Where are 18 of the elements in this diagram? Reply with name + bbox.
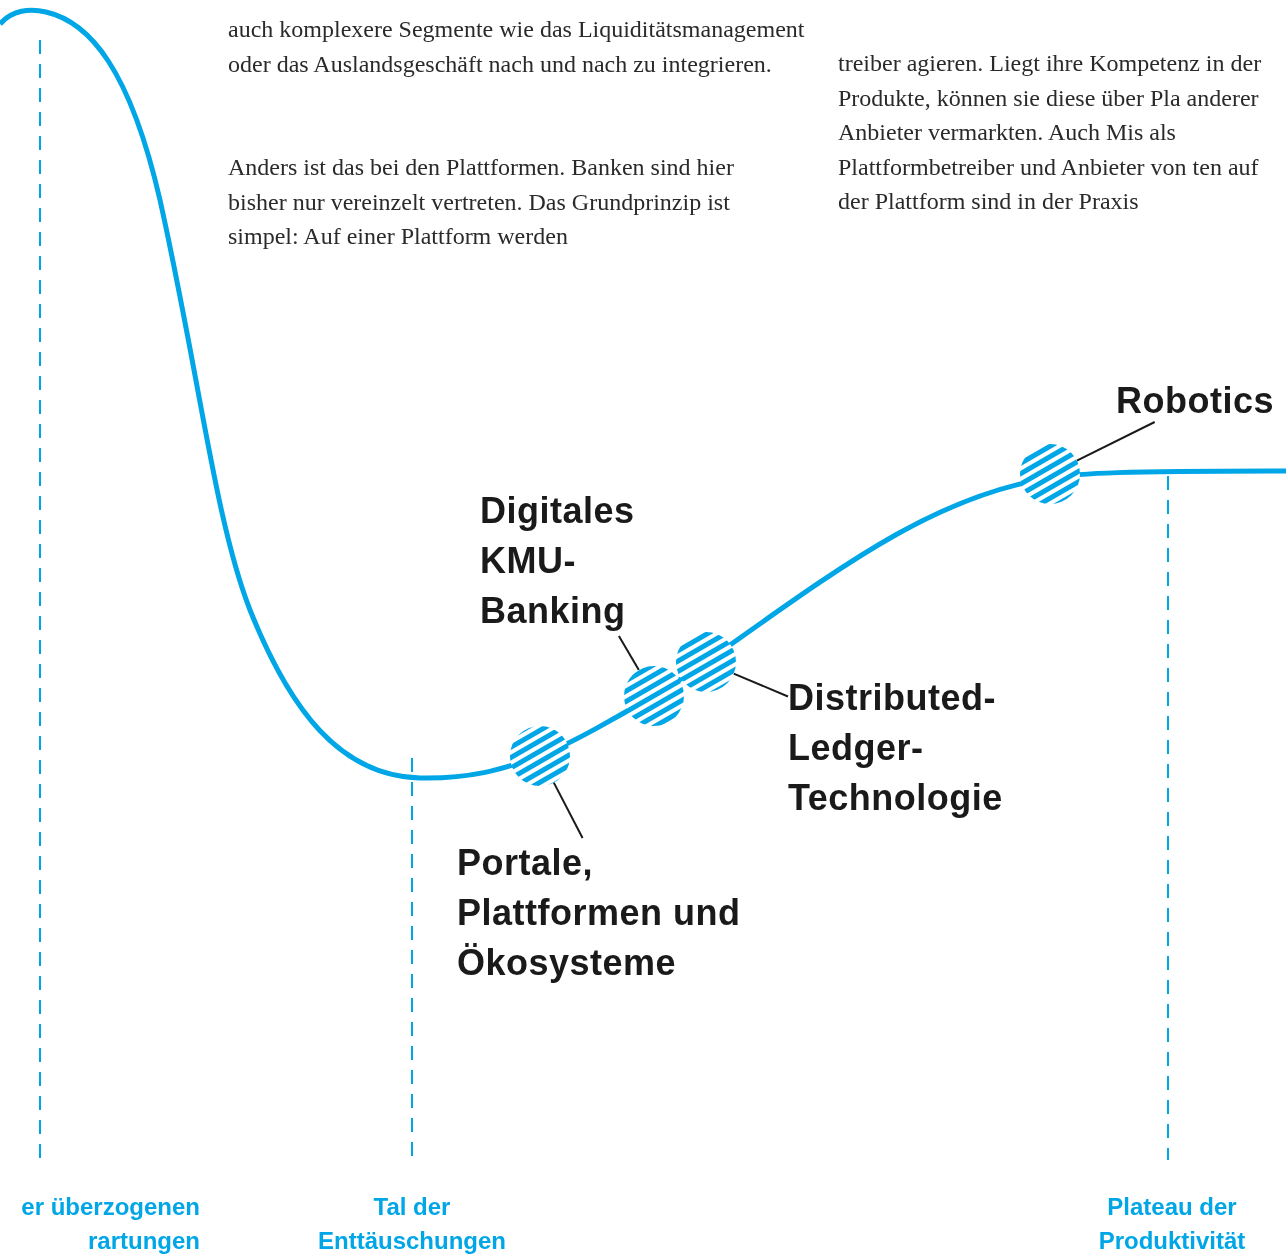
body-paragraph: Anders ist das bei den Plattformen. Banken sind hier bisher nur vereinzelt vertreten. Das Grundprinzip ist simpel: Auf einer Plattform werden (228, 153, 735, 251)
hatched-circle-marker (1020, 444, 1080, 504)
phase-label: Plateau der Produktivität (1097, 1192, 1247, 1256)
leader-line (1075, 421, 1156, 462)
technology-label: Portale, Plattformen und Ökosysteme (457, 838, 787, 988)
leader-line (617, 635, 640, 672)
leader-line (732, 672, 789, 698)
body-paragraph: auch komplexere Segmente wie das Liquiditätsmanagement oder das Auslandsgeschäft nach und nach zu integrieren. (228, 15, 806, 79)
phase-label: Tal der Enttäuschungen (317, 1192, 507, 1256)
hatched-circle-marker (676, 632, 736, 692)
leader-line (552, 781, 584, 839)
technology-label: Distributed-Ledger-Technologie (788, 673, 1038, 823)
hatched-circle-marker (510, 726, 570, 786)
hatched-circle-marker (624, 666, 684, 726)
phase-label: er überzogenen rartungen (20, 1192, 200, 1256)
body-paragraph: treiber agieren. Liegt ihre Kompetenz in der Produkte, können sie diese über Pla anderer Anbieter vermarkten. Auch Mis als Plattformbetreiber und Anbieter von ten auf der Plattform sind in der Praxis (838, 49, 1263, 216)
technology-label: Robotics (1116, 376, 1286, 426)
technology-label: Digitales KMU-Banking (480, 486, 670, 636)
